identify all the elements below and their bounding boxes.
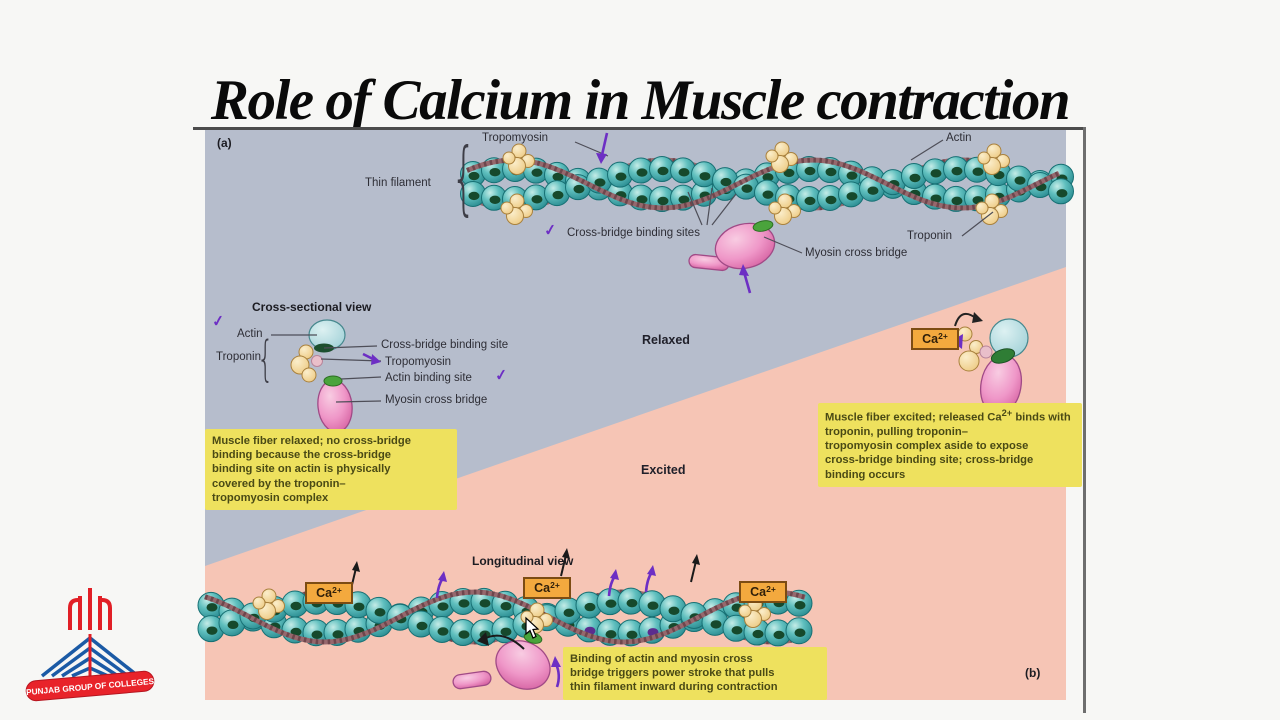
troponin-brace: { [257, 331, 274, 387]
mouse-cursor [525, 616, 540, 639]
cross-sectional-view-heading: Cross-sectional view [252, 300, 372, 314]
thin-filament-brace: { [451, 131, 477, 224]
checkmark-icon: ✓ [210, 312, 226, 331]
checkmark-icon: ✓ [542, 221, 558, 240]
label-myosin-cross-bridge-cs: Myosin cross bridge [385, 394, 488, 406]
actin-binding-site-tip [752, 220, 774, 232]
panel-b-tag: (b) [1025, 666, 1041, 680]
label-tropomyosin-top: Tropomyosin [482, 132, 549, 144]
note-relaxed: Muscle fiber relaxed; no cross-bridge bi… [205, 429, 457, 511]
label-actin-binding-site: Actin binding site [385, 372, 472, 384]
note-contraction: Binding of actin and myosin cross bridge… [563, 647, 827, 700]
tropomyosin-section [979, 345, 993, 359]
cross-section-illustration [290, 319, 353, 433]
thin-filament-illustration [460, 141, 1074, 225]
label-actin-top: Actin [946, 132, 972, 144]
excited-state-illustration [951, 312, 1029, 416]
label-actin-cs: Actin [237, 328, 263, 340]
note-excited: Muscle fiber excited; released Ca2+ bind… [818, 403, 1082, 487]
logo-red-mark [68, 588, 112, 630]
label-cross-bridge-binding-site: Cross-bridge binding site [381, 339, 509, 351]
ca-sup: 2+ [766, 583, 776, 594]
exposed-binding-site [990, 348, 1016, 364]
actin-binding-site-tip [323, 375, 343, 387]
page-title: Role of Calcium in Muscle contraction [210, 69, 1071, 133]
ca-text: Ca [750, 584, 767, 599]
pgc-logo: PUNJAB GROUP OF COLLEGES [26, 588, 155, 702]
longitudinal-view-heading: Longitudinal view [472, 554, 574, 568]
muscle-diagram: (a) Tropomyosin Actin Thin filament { ✓ … [197, 130, 1082, 700]
excited-state-label: Excited [641, 463, 686, 477]
tropomyosin-section [311, 355, 323, 367]
note-excited-text: binds with troponin, pulling troponin– t… [825, 411, 1071, 481]
label-cross-bridge-binding-sites: Cross-bridge binding sites [567, 227, 700, 239]
checkmark-icon: ✓ [493, 366, 509, 385]
relaxed-state-label: Relaxed [642, 333, 690, 347]
ca-sup: 2+ [938, 330, 948, 341]
longitudinal-filament-illustration [197, 587, 813, 647]
troponin-ball [958, 350, 980, 372]
power-stroke-myosin-illustration [452, 632, 551, 690]
myosin-cross-bridge-illustration [688, 220, 776, 272]
ca-text: Ca [316, 585, 333, 600]
diagram-frame-top [193, 127, 1086, 130]
ca-sup: 2+ [550, 579, 560, 590]
label-thin-filament: Thin filament [365, 177, 431, 189]
ca-text: Ca [922, 331, 939, 346]
logo-banner: PUNJAB GROUP OF COLLEGES [26, 670, 155, 702]
purple-arrows [362, 132, 752, 688]
note-excited-text: Muscle fiber excited; released Ca [825, 411, 1002, 424]
ca-superscript: 2+ [1001, 408, 1013, 418]
ca-sup: 2+ [332, 584, 342, 595]
panel-a-tag: (a) [217, 136, 232, 150]
label-myosin-cross-bridge-top: Myosin cross bridge [805, 247, 908, 259]
pointer-lines [271, 139, 994, 403]
troponin-ball [301, 367, 317, 383]
label-tropomyosin-cs: Tropomyosin [385, 356, 452, 368]
ca-text: Ca [534, 580, 551, 595]
diagram-frame-right [1083, 127, 1086, 713]
label-troponin-top: Troponin [907, 230, 952, 242]
label-troponin-cs: Troponin [216, 351, 261, 363]
rotation-arrow-head [972, 312, 983, 323]
